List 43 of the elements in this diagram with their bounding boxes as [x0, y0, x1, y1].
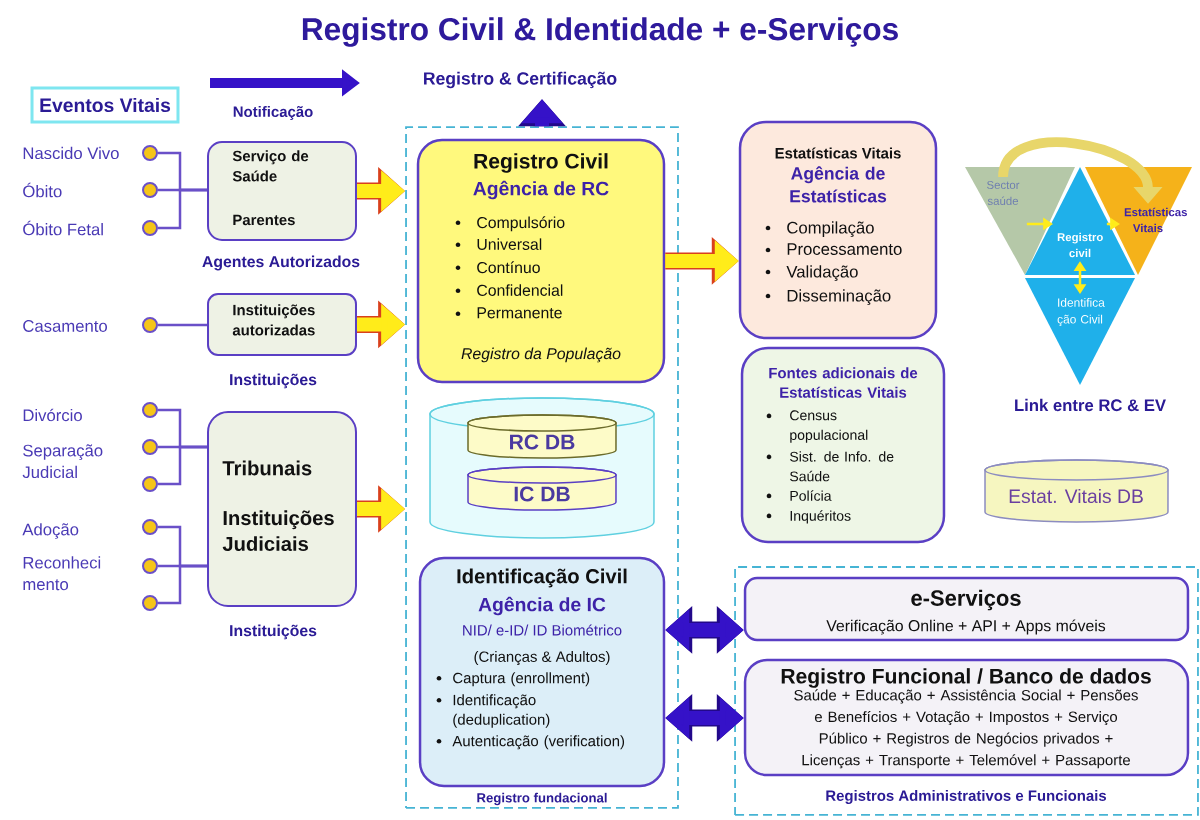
event-label: Separação Judicial	[22, 444, 103, 479]
connector-line	[158, 188, 207, 230]
dot	[142, 182, 158, 198]
box-label: Instituições	[230, 624, 317, 640]
dot	[142, 558, 158, 574]
info-box: Fontes adicionais de Estatísticas Vitais Census populacional Sist. de Info. de Saúde Polícia Inquéritos	[740, 346, 946, 544]
connector-line	[158, 323, 207, 327]
service-box: e-Serviços Verificação Online + API + Apps móveis	[743, 576, 1190, 642]
agency-box: Registro Civil Agência de RC Compulsório Universal Contínuo Confidencial Permanente Registro da População	[416, 138, 666, 384]
agency-box: Estatísticas Vitais Agência de Estatísticas Compilação Processamento Validação Disseminação	[738, 120, 938, 340]
event-label: Óbito	[23, 182, 62, 198]
agency-box: Identificação Civil Agência de IC NID/ e-ID/ ID Biométrico (Crianças & Adultos) Captura (enrollment) Identificação (deduplication) Autenticação (verification)	[418, 556, 666, 788]
triangle: Identifica ção Civil	[1025, 278, 1135, 385]
database-cylinder: RC DB	[467, 414, 617, 459]
event-label: Divórcio	[23, 408, 82, 422]
label: Link entre RC & EV	[1015, 398, 1166, 412]
title: Registro Civil & Identidade + e-Serviços	[302, 17, 898, 47]
heading-box: Eventos Vitais	[30, 86, 180, 124]
connector-line	[158, 564, 207, 605]
connector-line	[158, 445, 207, 486]
database-cylinder: Estat. Vitais DB	[984, 459, 1169, 523]
dot	[142, 145, 158, 161]
label: Registro & Certificação	[424, 71, 617, 89]
service-box: Registro Funcional / Banco de dados Saúde + Educação + Assistência Social + Pensões e Benefícios + Votação + Impostos + Serviço Público + Registros de Negócios privados + Licenças + Transporte + Telemóvel + Passaporte	[743, 658, 1190, 777]
dot	[142, 439, 158, 455]
event-label: Óbito Fetal	[23, 220, 103, 236]
dot	[142, 402, 158, 418]
event-label: Reconheci mento	[23, 556, 101, 591]
label: Notificação	[233, 106, 313, 120]
box-label: Agentes Autorizados	[202, 255, 360, 271]
dot	[142, 519, 158, 535]
dot	[142, 220, 158, 236]
box-label: Instituições	[230, 373, 317, 389]
event-label: Casamento	[23, 320, 107, 332]
agent-box: Tribunais Instituições Judiciais	[207, 411, 357, 607]
database-cylinder: IC DB	[467, 466, 617, 511]
dot	[142, 317, 158, 333]
dot	[142, 476, 158, 492]
agent-box: Instituições autorizadas	[207, 293, 357, 356]
event-label: Adoção	[22, 523, 79, 539]
dot	[142, 595, 158, 611]
agent-box: Serviço de Saúde Parentes	[207, 141, 357, 241]
event-label: Nascido Vivo	[23, 146, 119, 160]
